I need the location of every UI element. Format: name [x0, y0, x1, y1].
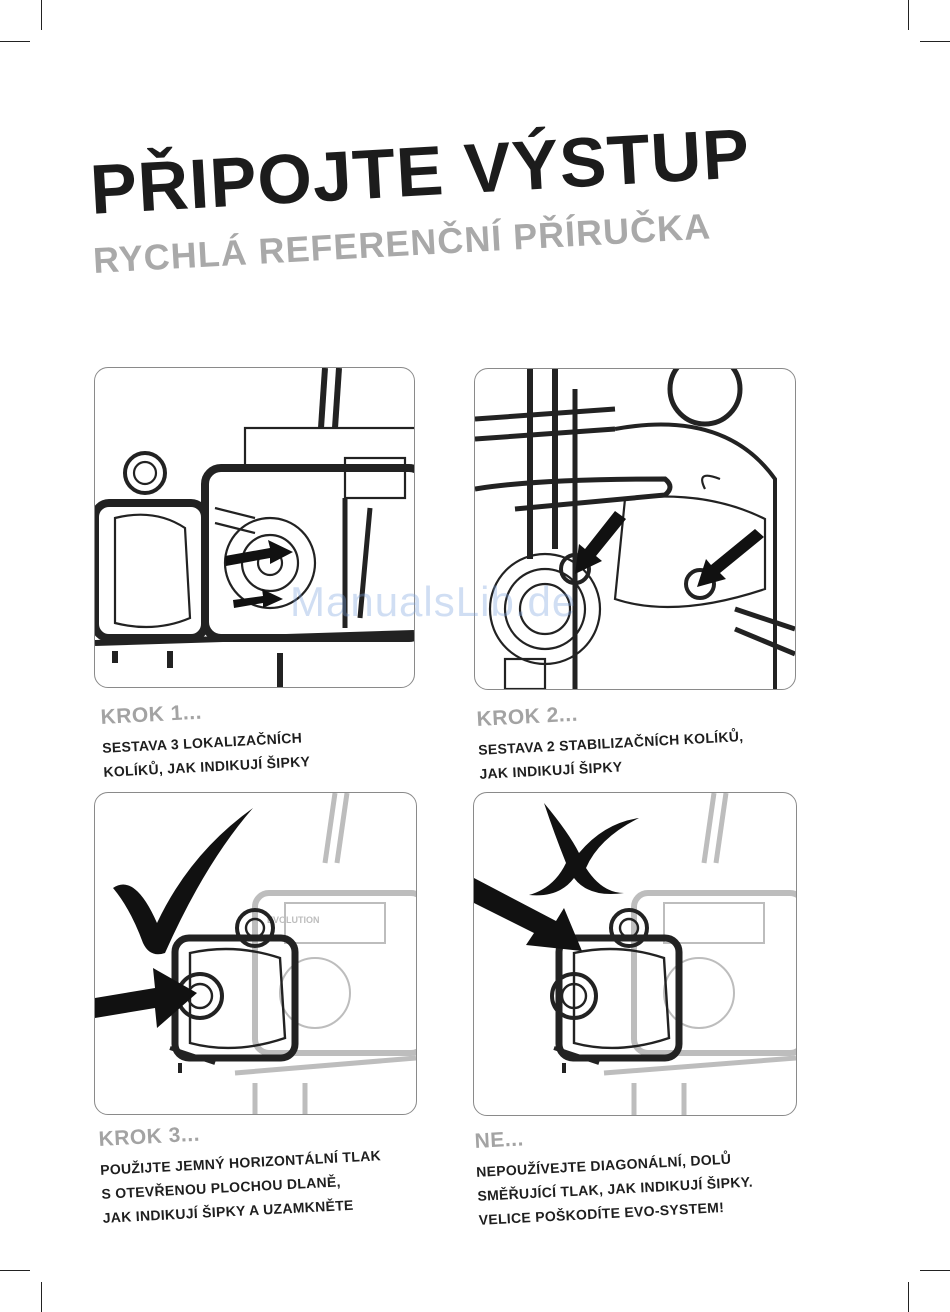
- crop-mark: [0, 41, 30, 42]
- watermark: ManualsLib.de: [290, 578, 577, 625]
- step-label: KROK 1...: [100, 700, 203, 729]
- brand-label: EVOLUTION: [267, 915, 320, 925]
- crop-mark: [41, 1282, 42, 1312]
- pump-attach-wrong-illustration: [474, 793, 796, 1115]
- caption-2: KROK 2... SESTAVA 2 STABILIZAČNÍCH KOLÍK…: [476, 694, 745, 786]
- arrow-icon: [474, 878, 582, 951]
- arrow-icon: [225, 540, 293, 608]
- crop-mark: [920, 41, 950, 42]
- checkmark-icon: [113, 808, 253, 955]
- pump-frame-illustration: [95, 368, 414, 687]
- caption-4: NE... NEPOUŽÍVEJTE DIAGONÁLNÍ, DOLŮ SMĚŘ…: [474, 1116, 755, 1232]
- caption-1: KROK 1... SESTAVA 3 LOKALIZAČNÍCH KOLÍKŮ…: [100, 695, 311, 784]
- illustration-panel-1: [94, 367, 415, 688]
- illustration-panel-4: [473, 792, 797, 1116]
- crop-mark: [41, 0, 42, 30]
- crop-mark: [908, 1282, 909, 1312]
- crop-mark: [920, 1270, 950, 1271]
- pump-closeup-illustration: [475, 369, 795, 689]
- cross-icon: [529, 803, 639, 896]
- crop-mark: [0, 1270, 30, 1271]
- crop-mark: [908, 0, 909, 30]
- illustration-panel-3: EVOLUTION: [94, 792, 417, 1115]
- caption-3: KROK 3... POUŽIJTE JEMNÝ HORIZONTÁLNÍ TL…: [98, 1113, 384, 1230]
- arrow-icon: [95, 968, 197, 1028]
- illustration-panel-2: [474, 368, 796, 690]
- pump-attach-correct-illustration: EVOLUTION: [95, 793, 416, 1114]
- arrow-icon: [575, 511, 764, 587]
